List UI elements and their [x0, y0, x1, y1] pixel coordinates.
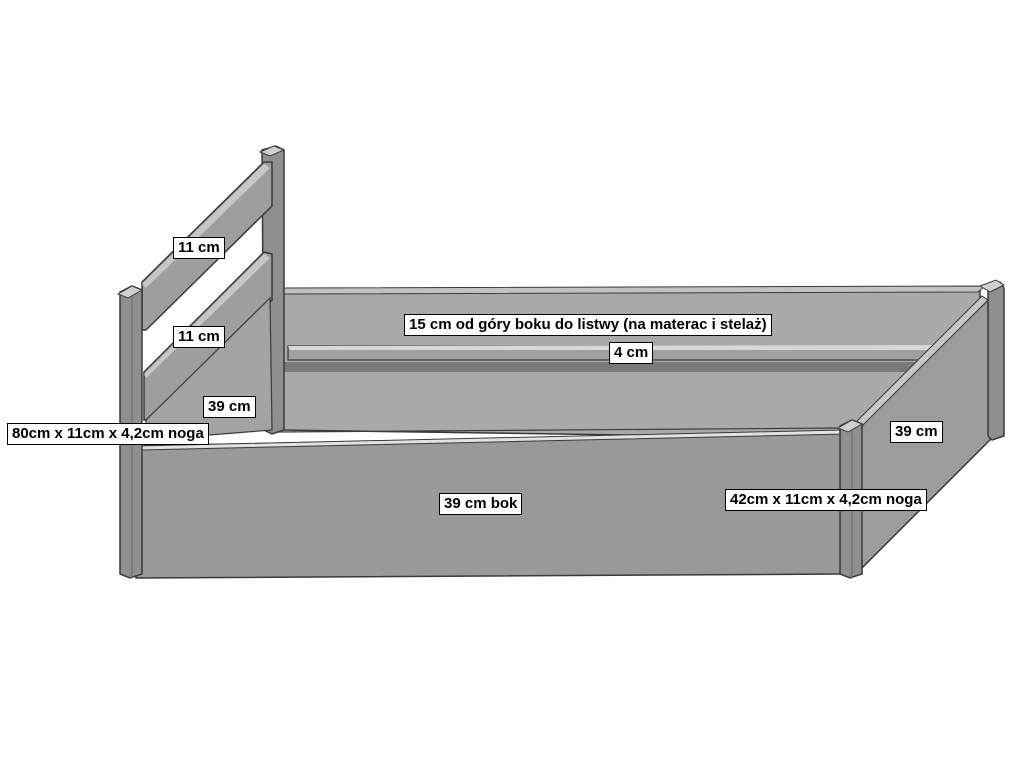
label-side-board: 39 cm bok [439, 493, 523, 515]
label-leg-long: 80cm x 11cm x 4,2cm noga [7, 423, 209, 445]
back-board-shadow [282, 362, 930, 372]
headboard-back-post-top [258, 145, 286, 157]
label-end-side-height: 39 cm [890, 421, 943, 443]
label-rail-lower: 11 cm [173, 326, 225, 348]
label-rail-upper: 11 cm [173, 237, 225, 259]
label-slat-width: 4 cm [609, 342, 654, 364]
label-leg-short: 42cm x 11cm x 4,2cm noga [725, 489, 927, 511]
right-back-leg-top [978, 279, 1006, 293]
left-front-leg-top [116, 285, 144, 299]
label-headboard-height: 39 cm [203, 396, 256, 418]
front-board-inner-line [275, 427, 843, 433]
right-back-leg [987, 281, 1005, 441]
label-slat-offset: 15 cm od góry boku do listwy (na materac… [404, 314, 772, 336]
right-front-leg-top [836, 419, 864, 433]
